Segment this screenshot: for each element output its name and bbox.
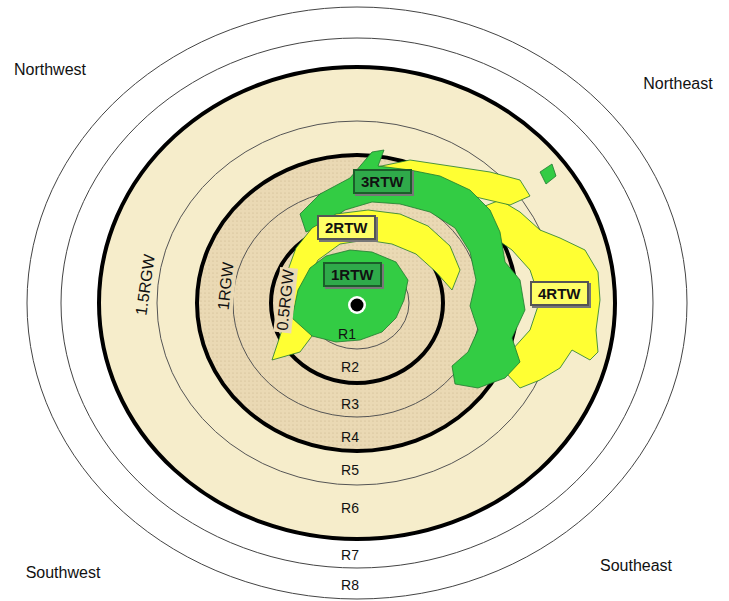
- tag-text: 2RTW: [325, 219, 368, 236]
- ring-label: R3: [341, 396, 359, 412]
- tag-text: 3RTW: [361, 173, 404, 190]
- rainband-tag: 1RTW: [323, 262, 382, 287]
- direction-label: Southwest: [26, 564, 101, 582]
- ring-label: R1: [338, 326, 356, 342]
- ring-label: R4: [341, 429, 359, 445]
- ring-label: R8: [341, 577, 359, 593]
- rainband-tag: 4RTW: [530, 281, 589, 306]
- direction-label: Northeast: [643, 75, 712, 93]
- tag-text: 1RTW: [331, 266, 374, 283]
- ring-label: R2: [341, 359, 359, 375]
- direction-label: Northwest: [14, 61, 86, 79]
- ring-label: R5: [341, 462, 359, 478]
- ring-label: R7: [341, 547, 359, 563]
- rainband-tag: 2RTW: [317, 215, 376, 240]
- ring-label: R6: [341, 500, 359, 516]
- tag-text: 4RTW: [538, 285, 581, 302]
- rainband-tag: 3RTW: [353, 169, 412, 194]
- direction-label: Southeast: [600, 557, 672, 575]
